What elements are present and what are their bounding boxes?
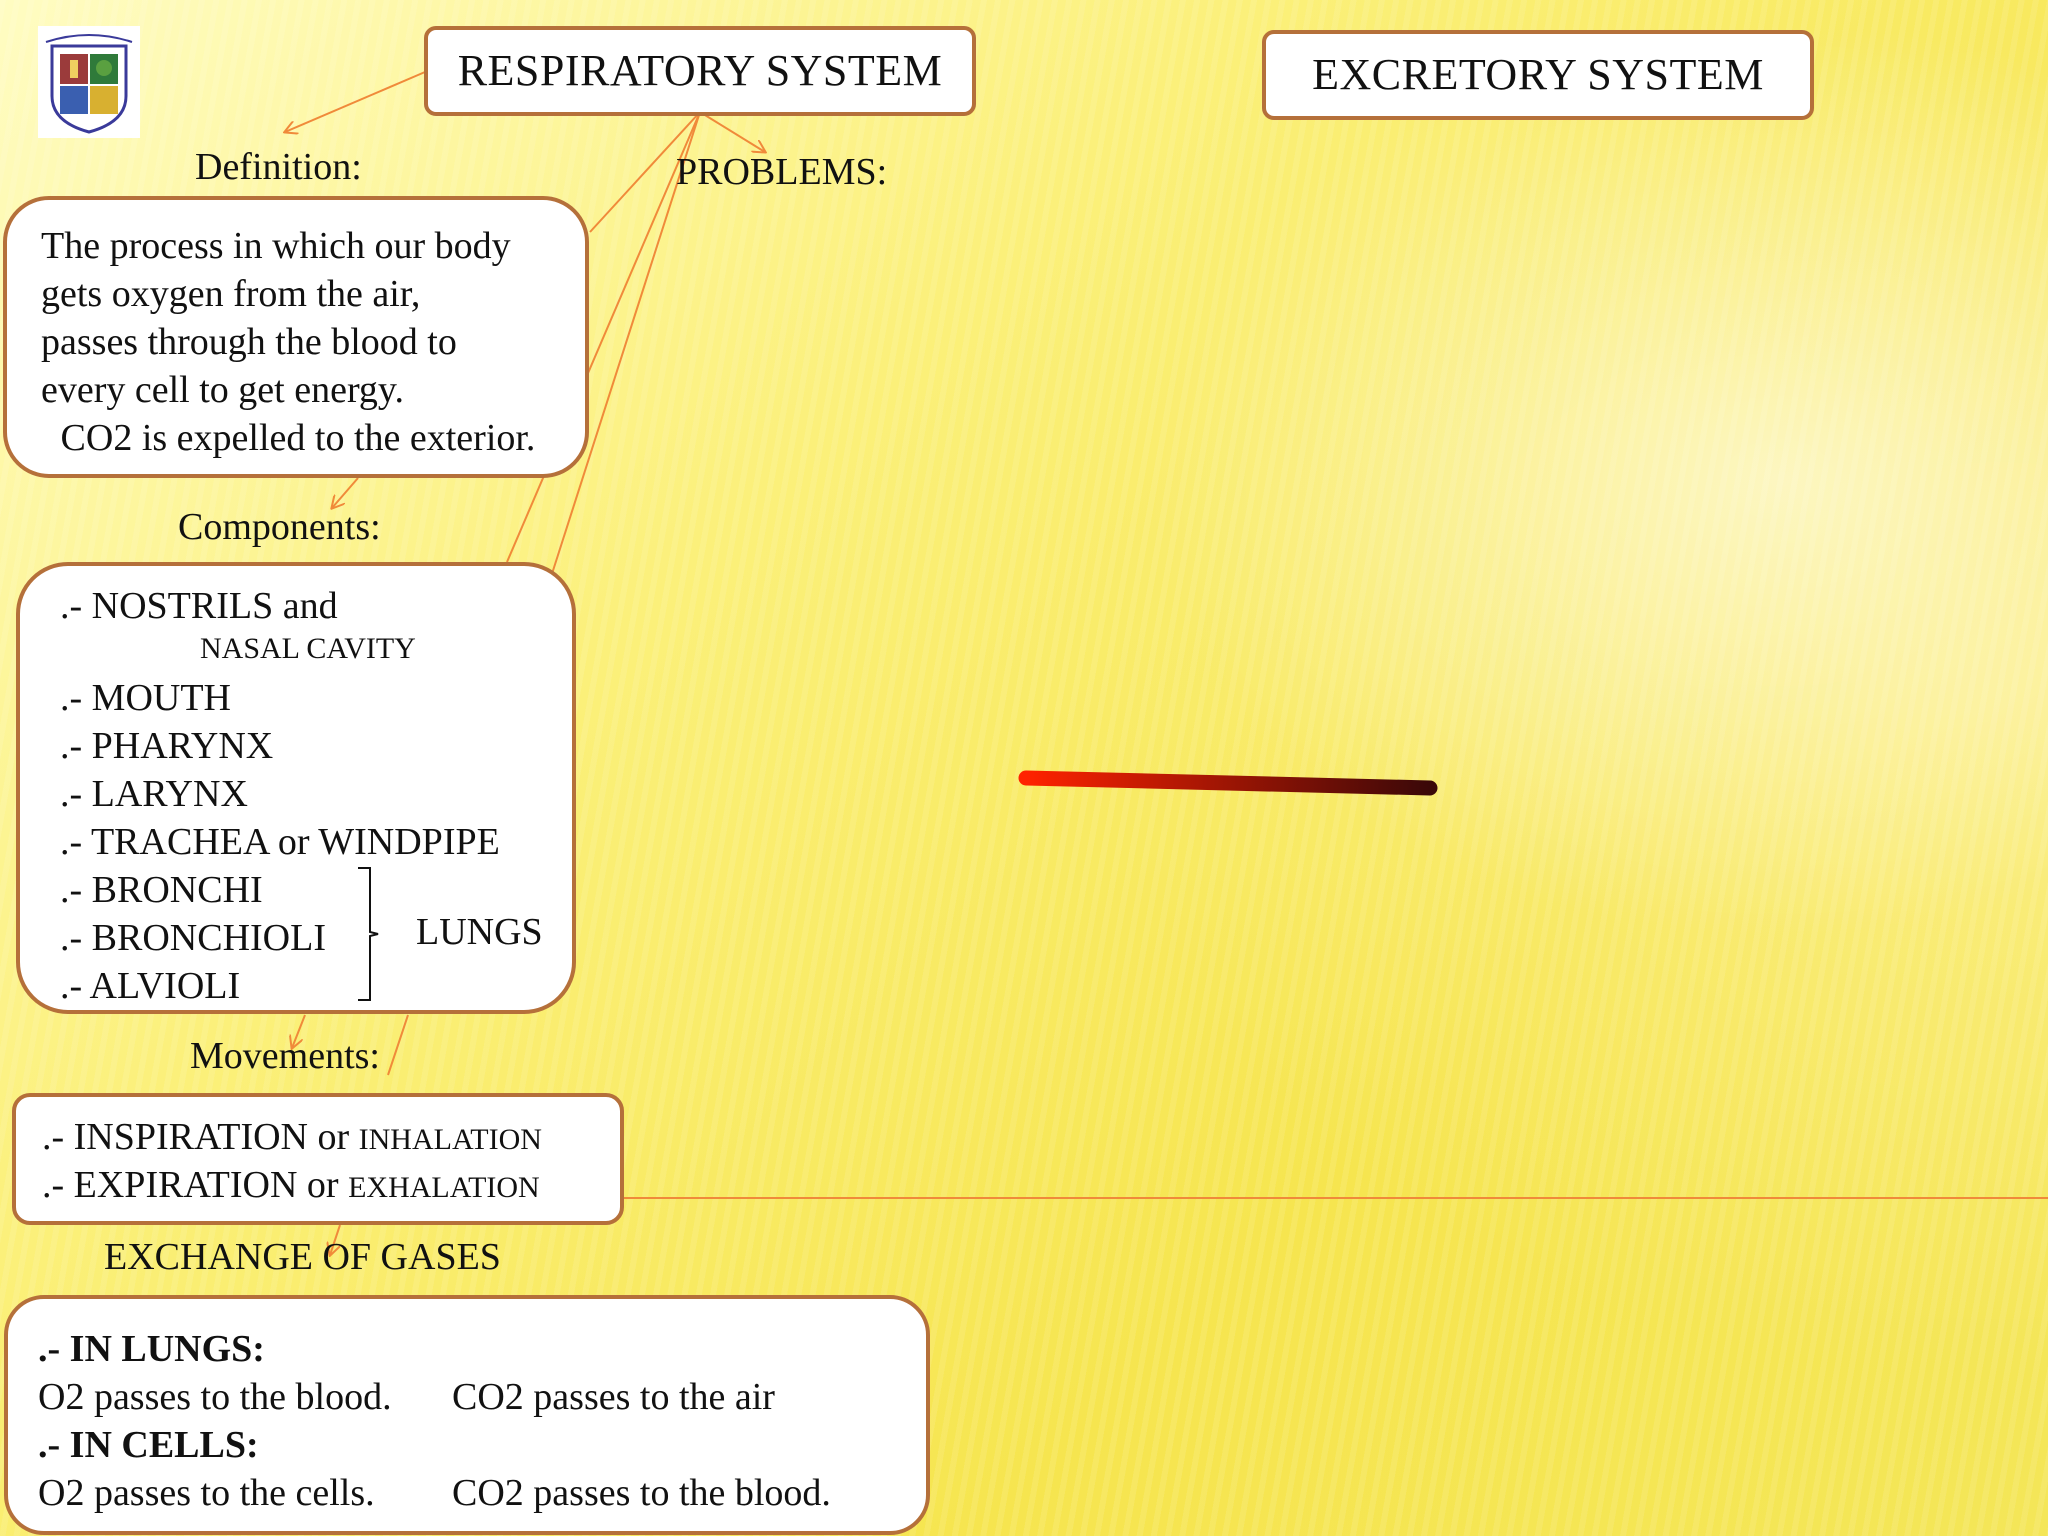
component-trachea: .- TRACHEA or WINDPIPE [60, 821, 500, 863]
components-label: Components: [178, 506, 381, 548]
definition-label: Definition: [195, 146, 362, 188]
component-nasal-cavity: NASAL CAVITY [200, 632, 416, 665]
problems-label: PROBLEMS: [676, 151, 888, 193]
component-bronchioli: .- BRONCHIOLI [60, 917, 326, 959]
connector-movements-up [387, 1014, 409, 1076]
school-logo [38, 26, 140, 138]
definition-box: The process in which our body gets oxyge… [3, 196, 589, 478]
connector-to-movements [292, 1014, 306, 1048]
cells-o2: O2 passes to the cells. [38, 1472, 375, 1514]
lungs-co2: CO2 passes to the air [452, 1376, 775, 1418]
definition-text: The process in which our body gets oxyge… [7, 200, 585, 462]
exchange-box: .- IN LUNGS: O2 passes to the blood. CO2… [4, 1295, 930, 1535]
components-box: .- NOSTRILS and NASAL CAVITY .- MOUTH .-… [16, 562, 576, 1014]
component-bronchi: .- BRONCHI [60, 869, 263, 911]
bar-horizontal [1018, 770, 1438, 796]
shield-emblem-icon [45, 34, 133, 134]
in-lungs-heading: .- IN LUNGS: [38, 1328, 265, 1370]
movement-expiration: .- EXPIRATION or EXHALATION [42, 1163, 540, 1207]
component-mouth: .- MOUTH [60, 677, 231, 719]
exhalation-text: EXHALATION [348, 1171, 540, 1204]
connector-from-components-1 [506, 111, 701, 563]
movements-label: Movements: [190, 1035, 380, 1077]
component-larynx: .- LARYNX [60, 773, 248, 815]
definition-line: CO2 is expelled to the exterior. [60, 417, 536, 459]
component-nostrils: .- NOSTRILS and [60, 585, 338, 627]
cells-co2: CO2 passes to the blood. [452, 1472, 831, 1514]
definition-line: The process in which our body [41, 225, 511, 267]
connector-from-components-2 [549, 111, 701, 581]
lungs-label: LUNGS [416, 911, 543, 953]
definition-line: every cell to get energy. [41, 369, 404, 411]
expiration-text: .- EXPIRATION or [42, 1164, 339, 1206]
respiratory-title: RESPIRATORY SYSTEM [424, 26, 976, 116]
connector-from-definition [589, 111, 701, 233]
lungs-brace-icon [358, 867, 379, 1001]
respiratory-title-text: RESPIRATORY SYSTEM [457, 46, 943, 95]
movement-inspiration: .- INSPIRATION or INHALATION [42, 1115, 542, 1159]
definition-line: gets oxygen from the air, [41, 273, 421, 315]
component-pharynx: .- PHARYNX [60, 725, 274, 767]
connector-to-exchange [330, 1224, 341, 1255]
exchange-label: EXCHANGE OF GASES [104, 1236, 501, 1278]
definition-line: passes through the blood to [41, 321, 457, 363]
connector-to-components [332, 477, 359, 508]
in-cells-heading: .- IN CELLS: [38, 1424, 259, 1466]
excretory-title-text: EXCRETORY SYSTEM [1312, 50, 1764, 99]
connector-to-problems [699, 111, 765, 152]
lungs-o2: O2 passes to the blood. [38, 1376, 392, 1418]
inspiration-text: .- INSPIRATION or [42, 1116, 350, 1158]
component-alvioli: .- ALVIOLI [60, 965, 241, 1007]
movements-box: .- INSPIRATION or INHALATION .- EXPIRATI… [12, 1093, 624, 1225]
excretory-title: EXCRETORY SYSTEM [1262, 30, 1814, 120]
inhalation-text: INHALATION [358, 1123, 542, 1156]
connector-to-definition [285, 71, 426, 132]
